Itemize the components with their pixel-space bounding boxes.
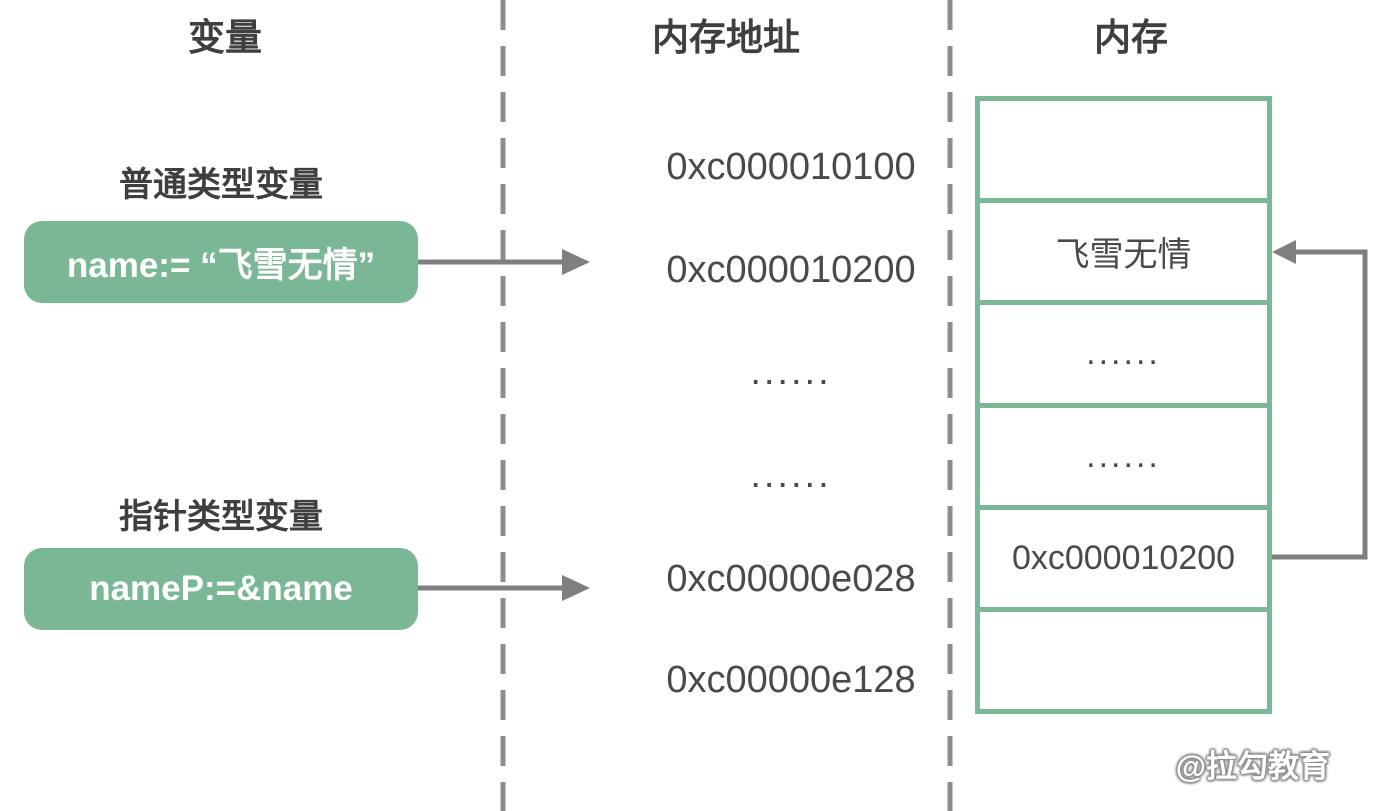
memory-address: 0xc00000e128: [666, 659, 916, 701]
memory-cell-value: 飞雪无情: [980, 198, 1267, 300]
column-title-variable: 变量: [188, 17, 262, 58]
memory-address: 0xc000010100: [666, 146, 916, 188]
memory-cell-ellipsis: ......: [980, 300, 1267, 402]
pointer-reference-arrow: [1271, 240, 1368, 560]
memory-cell-ellipsis: ......: [980, 402, 1267, 505]
memory-address: 0xc00000e028: [666, 558, 916, 600]
memory-address-ellipsis: ......: [750, 351, 832, 393]
memory-cell-pointer-value: 0xc000010200: [980, 504, 1267, 607]
watermark-lagou: @拉勾教育: [1175, 749, 1330, 784]
pointer-variable-label: 指针类型变量: [119, 498, 323, 536]
memory-table: 飞雪无情 ...... ...... 0xc000010200: [975, 96, 1272, 714]
column-title-memory: 内存: [1094, 17, 1168, 58]
arrow-namep-to-address: [418, 575, 590, 601]
normal-variable-label: 普通类型变量: [119, 166, 323, 204]
memory-address-ellipsis: ......: [750, 454, 832, 496]
normal-variable-box: name:= “飞雪无情”: [24, 221, 418, 303]
memory-cell: [980, 101, 1267, 198]
column-title-memory-address: 内存地址: [652, 17, 800, 58]
memory-cell: [980, 606, 1267, 709]
arrow-name-to-address: [418, 249, 590, 275]
memory-address: 0xc000010200: [666, 249, 916, 291]
pointer-variable-box: nameP:=&name: [24, 548, 418, 630]
